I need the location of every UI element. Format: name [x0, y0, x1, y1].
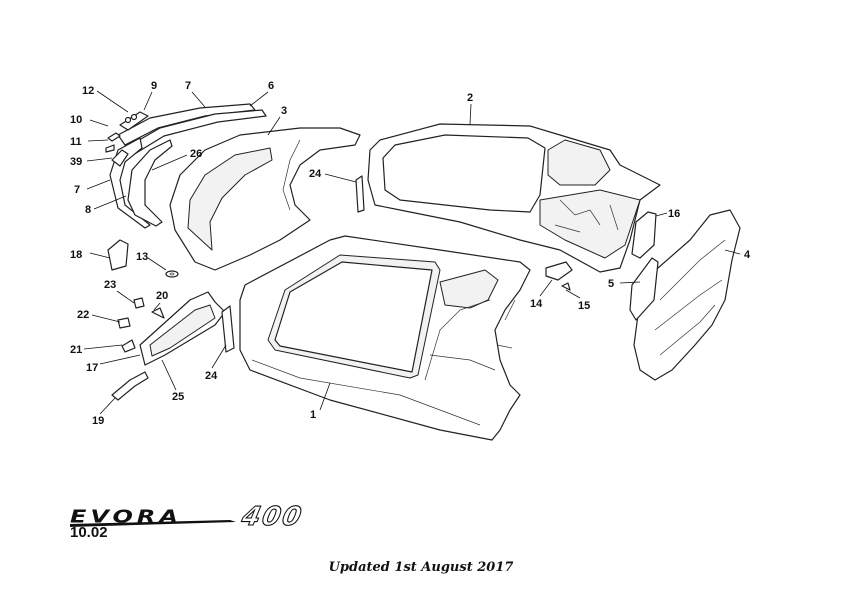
part-24-seals — [221, 175, 365, 353]
callout-4: 4 — [744, 249, 751, 261]
callout-9: 9 — [151, 80, 157, 92]
updated-date-text: Updated 1st August 2017 — [328, 560, 514, 575]
callout-1: 1 — [310, 409, 316, 421]
callout-6: 6 — [268, 80, 274, 92]
callout-14: 14 — [530, 298, 543, 310]
callout-39: 39 — [70, 156, 82, 168]
part-14-15-bracket — [545, 261, 573, 291]
callout-15: 15 — [578, 300, 590, 312]
part-13-washer — [165, 270, 179, 278]
logo-variant-text: 400 — [238, 502, 306, 530]
callout-10: 10 — [70, 114, 82, 126]
callout-20: 20 — [156, 290, 168, 302]
callout-13: 13 — [136, 251, 148, 263]
evora-400-logo: EVORA 400 — [70, 502, 306, 530]
logo-underline-swoosh — [70, 520, 236, 527]
callout-7-top: 7 — [185, 80, 191, 92]
callout-26: 26 — [190, 148, 202, 160]
callout-17: 17 — [86, 362, 98, 374]
callout-21: 21 — [70, 344, 82, 356]
callout-24-top: 24 — [309, 168, 322, 180]
part-5-plate — [629, 257, 659, 321]
section-number: 10.02 — [70, 524, 108, 541]
callout-5: 5 — [608, 278, 614, 290]
callout-16: 16 — [668, 208, 680, 220]
callout-2: 2 — [467, 92, 473, 104]
part-9-12-fixings — [105, 111, 149, 167]
callout-3: 3 — [281, 105, 287, 117]
callout-8: 8 — [85, 204, 91, 216]
callout-23: 23 — [104, 279, 116, 291]
callout-25: 25 — [172, 391, 184, 403]
part-1-side-panel — [239, 235, 531, 441]
part-17-25-sill — [139, 291, 226, 366]
part-16-panel — [631, 211, 657, 259]
part-3-wheel-arch-inner — [169, 127, 361, 271]
callout-11: 11 — [70, 136, 82, 148]
part-2-rear-upper-section — [367, 123, 661, 273]
part-18-bracket — [107, 239, 129, 271]
part-19-sill-trim — [111, 371, 149, 401]
callout-18: 18 — [70, 249, 82, 261]
callout-12: 12 — [82, 85, 94, 97]
part-20-23-fasteners — [117, 297, 165, 353]
callout-labels: 1 2 3 4 5 6 7 7 8 9 10 11 12 13 14 15 16… — [70, 80, 751, 427]
callout-24-lower: 24 — [205, 370, 218, 382]
callout-19: 19 — [92, 415, 104, 427]
part-4-rear-bulkhead — [633, 209, 741, 381]
callout-7-left: 7 — [74, 184, 80, 196]
callout-22: 22 — [77, 309, 89, 321]
leader-lines — [83, 90, 741, 415]
